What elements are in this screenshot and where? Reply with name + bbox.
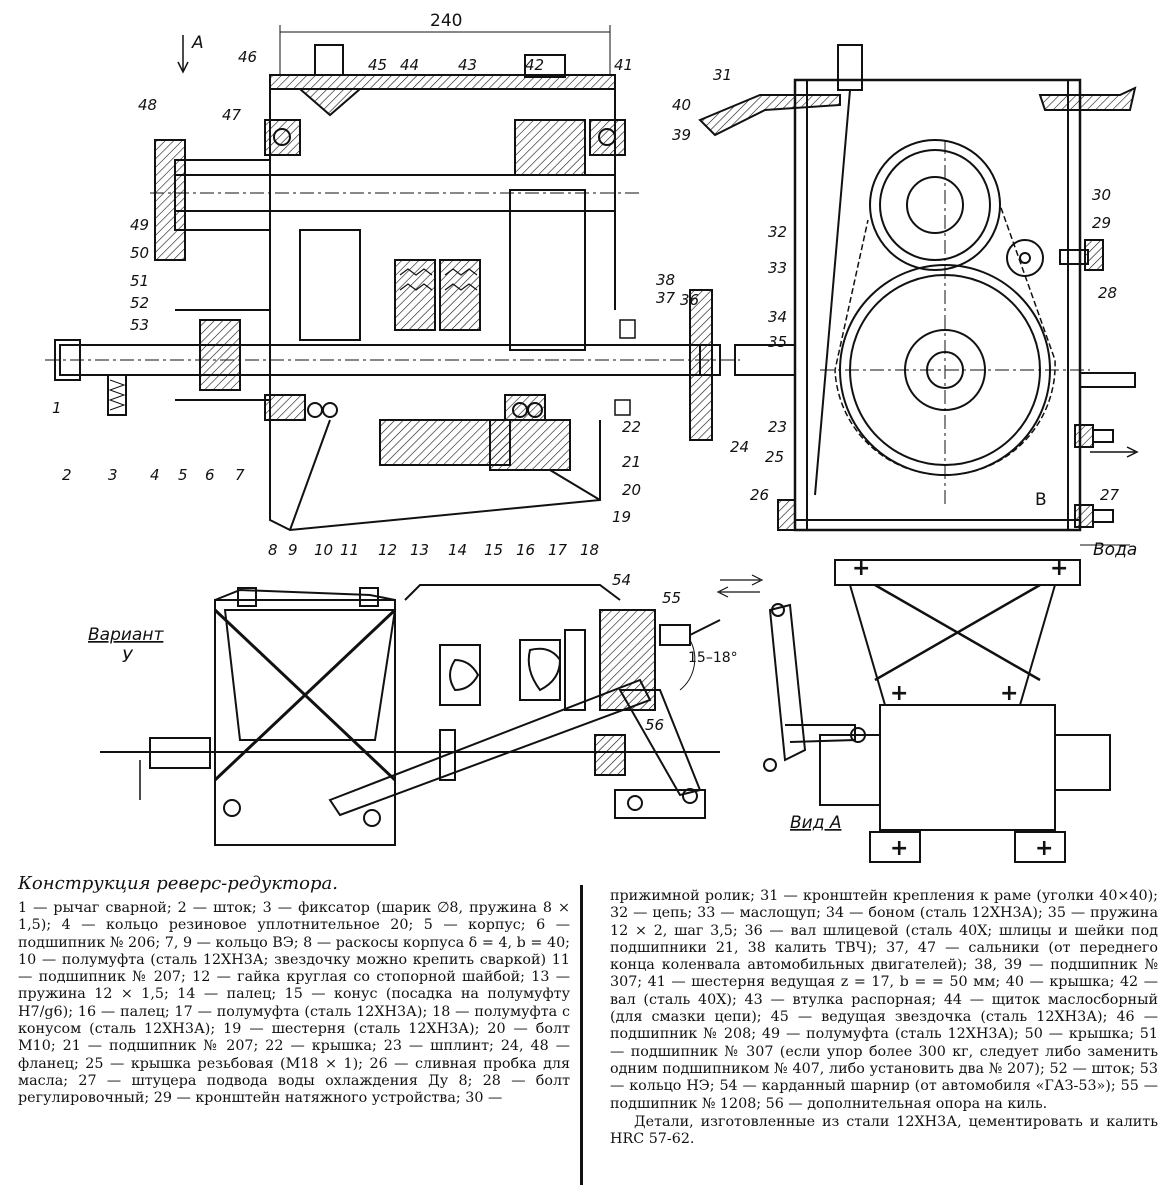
angle-label: 15–18° xyxy=(688,650,738,666)
part-label-45: 45 xyxy=(368,56,387,74)
part-label-54: 54 xyxy=(612,571,631,589)
part-label-4: 4 xyxy=(150,466,160,484)
svg-text:+: + xyxy=(852,556,870,581)
part-label-22: 22 xyxy=(622,418,641,436)
part-label-42: 42 xyxy=(525,56,544,74)
part-label-13: 13 xyxy=(410,541,429,559)
technical-drawing: ++ ++ ++ 240 A Вариант У Вид А Вода В 15… xyxy=(45,11,1139,863)
section-b-label: В xyxy=(1035,490,1047,510)
part-label-39: 39 xyxy=(672,126,691,144)
svg-text:+: + xyxy=(890,836,908,861)
part-label-50: 50 xyxy=(130,244,149,262)
side-view xyxy=(698,44,1139,546)
part-label-51: 51 xyxy=(130,272,149,290)
part-label-40: 40 xyxy=(672,96,691,114)
dimension-label: 240 xyxy=(430,11,462,31)
part-label-1: 1 xyxy=(52,399,62,417)
part-label-23: 23 xyxy=(768,418,787,436)
part-label-33: 33 xyxy=(768,259,787,277)
part-label-52: 52 xyxy=(130,294,149,312)
part-label-19: 19 xyxy=(612,508,631,526)
plus-marks: + + + + + + xyxy=(852,556,1068,861)
water-label: Вода xyxy=(1093,540,1137,560)
part-label-26: 26 xyxy=(750,486,769,504)
legend-note: Детали, изготовленные из стали 12ХН3А, ц… xyxy=(610,1113,1158,1148)
part-label-49: 49 xyxy=(130,216,149,234)
variant-u-view xyxy=(100,584,721,846)
legend-right-text: прижимной ролик; 31 — кронштейн креплени… xyxy=(610,888,1158,1112)
part-label-41: 41 xyxy=(614,56,633,74)
part-label-29: 29 xyxy=(1092,214,1111,232)
figure-caption: Конструкция реверс-редуктора. xyxy=(18,873,338,894)
part-label-43: 43 xyxy=(458,56,477,74)
legend-left-text: 1 — рычаг сварной; 2 — шток; 3 — фиксато… xyxy=(18,900,570,1107)
part-label-12: 12 xyxy=(378,541,397,559)
column-divider xyxy=(580,885,583,1185)
part-label-27: 27 xyxy=(1100,486,1120,504)
part-label-20: 20 xyxy=(622,481,641,499)
part-label-56: 56 xyxy=(645,716,664,734)
variant-label: Вариант xyxy=(88,625,164,645)
part-label-34: 34 xyxy=(768,308,787,326)
part-label-16: 16 xyxy=(516,541,535,559)
part-label-7: 7 xyxy=(235,466,245,484)
part-label-8: 8 xyxy=(268,541,278,559)
main-section-view xyxy=(45,25,740,532)
part-label-28: 28 xyxy=(1098,284,1117,302)
part-label-30: 30 xyxy=(1092,186,1111,204)
legend-left-column: 1 — рычаг сварной; 2 — шток; 3 — фиксато… xyxy=(18,900,570,1109)
view-a-label: Вид А xyxy=(790,813,842,833)
part-label-55: 55 xyxy=(662,589,681,607)
part-label-17: 17 xyxy=(548,541,568,559)
svg-text:+: + xyxy=(1000,681,1018,706)
part-label-18: 18 xyxy=(580,541,599,559)
part-label-48: 48 xyxy=(138,96,157,114)
part-label-5: 5 xyxy=(178,466,188,484)
part-label-44: 44 xyxy=(400,56,419,74)
part-label-35: 35 xyxy=(768,333,787,351)
part-label-31: 31 xyxy=(713,66,732,84)
part-label-24: 24 xyxy=(730,438,749,456)
part-label-9: 9 xyxy=(288,541,298,559)
part-label-21: 21 xyxy=(622,453,641,471)
part-label-32: 32 xyxy=(768,223,787,241)
part-label-2: 2 xyxy=(62,466,72,484)
part-label-6: 6 xyxy=(205,466,215,484)
part-label-11: 11 xyxy=(340,541,359,559)
part-label-3: 3 xyxy=(108,466,118,484)
part-label-37: 37 xyxy=(656,289,676,307)
part-label-38: 38 xyxy=(656,271,675,289)
part-label-36: 36 xyxy=(680,291,699,309)
part-label-10: 10 xyxy=(314,541,333,559)
part-label-46: 46 xyxy=(238,48,257,66)
part-label-14: 14 xyxy=(448,541,467,559)
svg-text:+: + xyxy=(890,681,908,706)
view-arrow-label: A xyxy=(191,33,204,53)
part-label-53: 53 xyxy=(130,316,149,334)
svg-text:+: + xyxy=(1035,836,1053,861)
part-label-15: 15 xyxy=(484,541,503,559)
part-label-25: 25 xyxy=(765,448,784,466)
svg-text:+: + xyxy=(1050,556,1068,581)
view-a xyxy=(716,559,1111,863)
legend-right-column: прижимной ролик; 31 — кронштейн креплени… xyxy=(610,888,1158,1149)
part-label-47: 47 xyxy=(222,106,242,124)
variant-letter-label: У xyxy=(122,647,134,667)
